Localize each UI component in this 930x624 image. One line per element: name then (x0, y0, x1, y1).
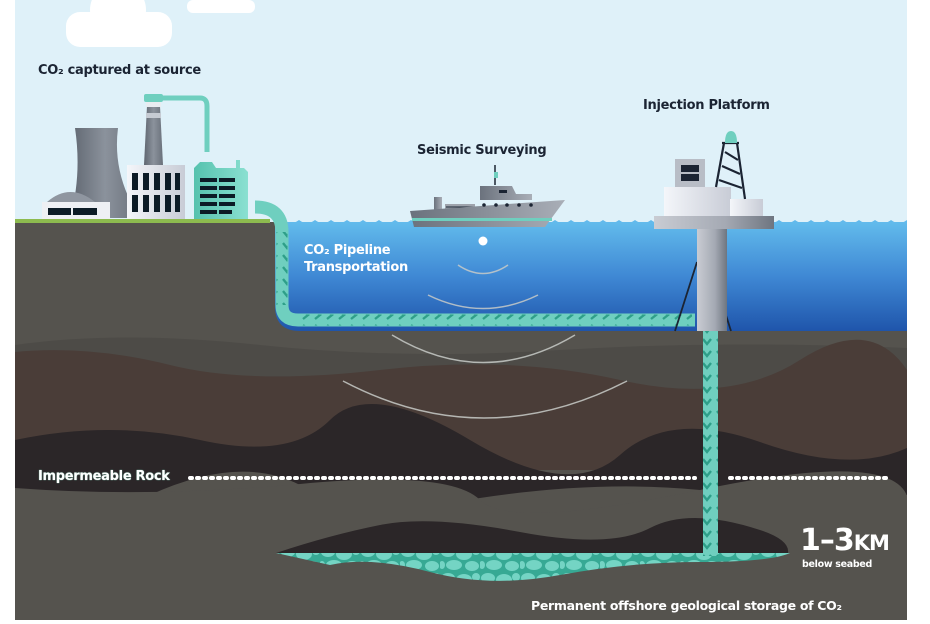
platform-label: Injection Platform (643, 98, 770, 113)
storage-label: Permanent offshore geological storage of… (531, 598, 842, 613)
depth-value: 1–3 (800, 523, 855, 558)
rock-layer-impermeable (15, 404, 907, 515)
depth-label: 1–3KM (800, 523, 890, 558)
capture-label: CO₂ captured at source (38, 63, 201, 78)
seismic-label: Seismic Surveying (417, 143, 547, 158)
sea-basin (275, 222, 907, 331)
pipeline-label-line2: Transportation (304, 260, 408, 275)
pipeline-label-line1: CO₂ Pipeline (304, 243, 391, 258)
depth-unit: KM (853, 531, 890, 555)
impermeable-rock-label: Impermeable Rock (38, 469, 170, 484)
grass (15, 219, 270, 223)
factory-icon (42, 94, 248, 219)
platform-icon (654, 131, 774, 332)
seismic-waves (342, 264, 628, 419)
depth-sublabel: below seabed (802, 559, 873, 570)
sonar-ping (478, 236, 488, 246)
co2-reservoir (276, 553, 790, 581)
pipeline-label: CO₂ Pipeline Transportation (304, 242, 408, 276)
ship-icon (410, 165, 565, 227)
cap-rock (276, 517, 789, 553)
cloud-icon (66, 0, 255, 47)
